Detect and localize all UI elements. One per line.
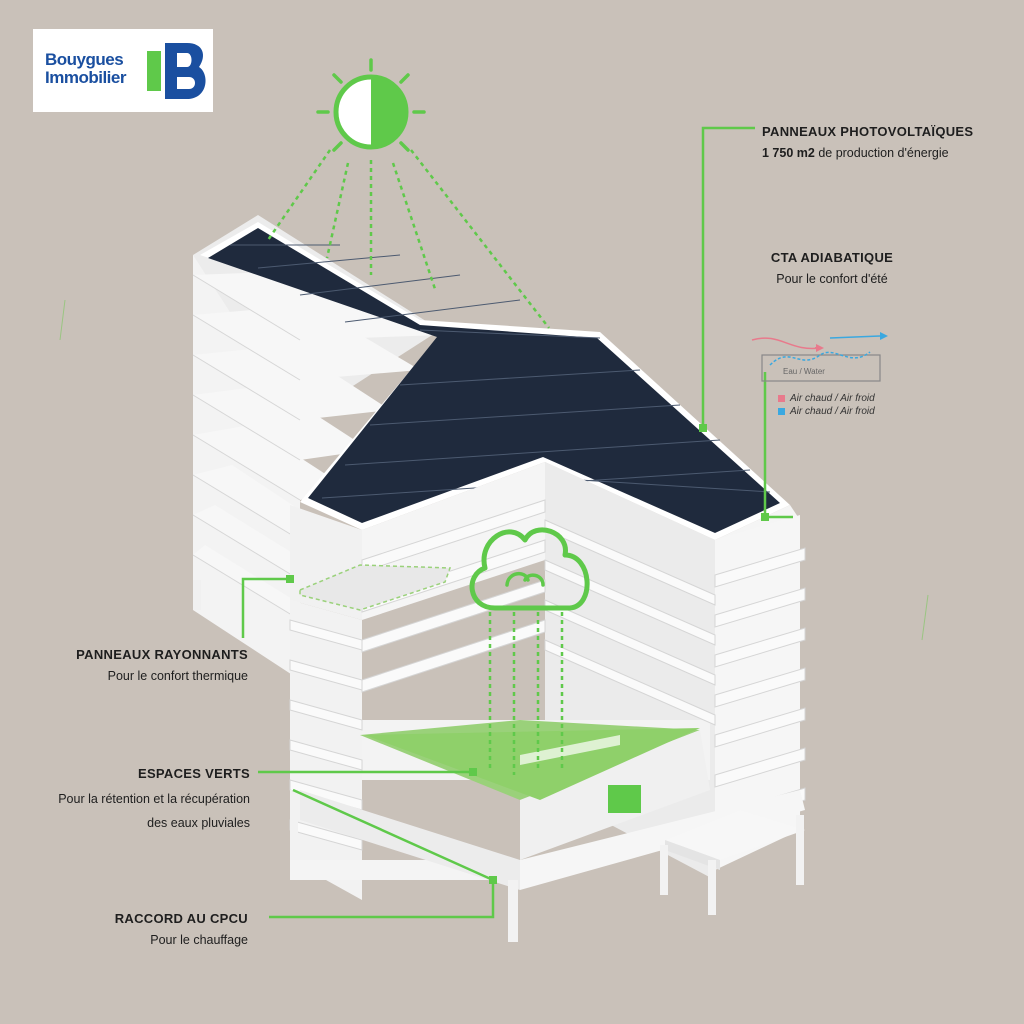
label-cpcu: RACCORD AU CPCU Pour le chauffage (20, 911, 248, 948)
cta-airflow-diagram (751, 332, 888, 382)
cta-legend-item-1: Air chaud / Air froid (778, 392, 875, 405)
label-rayonnants: PANNEAUX RAYONNANTS Pour le confort ther… (20, 647, 248, 684)
cpcu-title: RACCORD AU CPCU (114, 911, 248, 926)
cpcu-text: Pour le chauffage (150, 933, 248, 947)
rayonnants-title: PANNEAUX RAYONNANTS (76, 647, 248, 662)
label-cta: CTA ADIABATIQUE Pour le confort d'été (742, 250, 922, 287)
label-pv: PANNEAUX PHOTOVOLTAÏQUES 1 750 m2 de pro… (762, 124, 973, 161)
legend-swatch-blue (778, 408, 785, 415)
legend-text-2: Air chaud / Air froid (790, 406, 875, 417)
verts-text: Pour la rétention et la récupération des … (4, 787, 250, 835)
leader-lines (241, 126, 793, 919)
logo-line2: Immobilier (45, 68, 126, 87)
pv-subtitle: 1 750 m2 de production d'énergie (762, 145, 973, 161)
verts-title: ESPACES VERTS (137, 766, 250, 781)
front-body (289, 462, 806, 942)
sun-icon (266, 58, 550, 329)
verts-text-2: des eaux pluviales (147, 816, 250, 830)
pv-title: PANNEAUX PHOTOVOLTAÏQUES (762, 124, 974, 139)
pv-text: de production d'énergie (818, 146, 949, 160)
cta-legend: Air chaud / Air froid Air chaud / Air fr… (778, 392, 875, 418)
pv-roof (200, 222, 790, 540)
legend-text-1: Air chaud / Air froid (790, 393, 875, 404)
bouygues-immobilier-logo: Bouygues Immobilier (33, 29, 213, 112)
logo-b-icon (147, 43, 206, 99)
rain-cloud-icon (469, 527, 590, 775)
cta-legend-item-2: Air chaud / Air froid (778, 405, 875, 418)
logo-text: Bouygues Immobilier (45, 51, 126, 87)
pv-value: 1 750 m2 (762, 146, 815, 160)
cta-water-label: Eau / Water (783, 367, 825, 376)
rayonnants-text: Pour le confort thermique (107, 669, 248, 683)
cta-text: Pour le confort d'été (776, 272, 888, 286)
logo-line1: Bouygues (45, 50, 124, 69)
verts-text-1: Pour la rétention et la récupération (58, 792, 250, 806)
legend-swatch-red (778, 395, 785, 402)
cta-title: CTA ADIABATIQUE (770, 250, 894, 265)
label-espaces-verts: ESPACES VERTS Pour la rétention et la ré… (4, 766, 250, 835)
